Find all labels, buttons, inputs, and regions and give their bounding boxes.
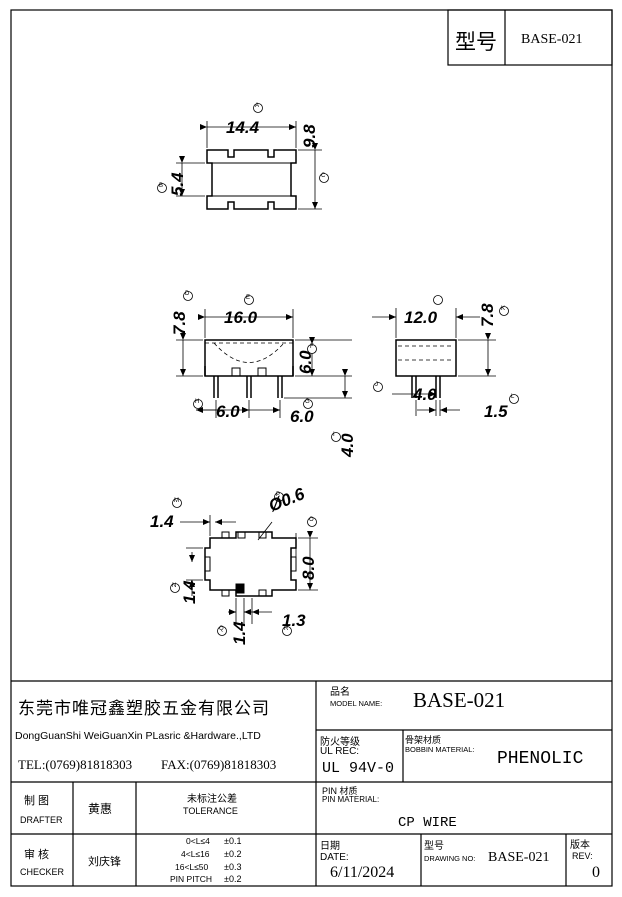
callout-h: H <box>195 399 200 405</box>
dim-bot-left: 1.4 <box>150 512 174 531</box>
fire-rating-en: UL REC: <box>320 746 360 757</box>
date-value: 6/11/2024 <box>330 864 395 881</box>
callout-k: K <box>501 306 506 312</box>
tol-range-4: PIN PITCH <box>170 874 213 884</box>
bobbin-material-en: BOBBIN MATERIAL: <box>405 745 475 754</box>
bobbin-material-cn: 骨架材质 <box>405 735 442 745</box>
drafter-label-en: DRAFTER <box>20 815 63 825</box>
drawing-no-value: BASE-021 <box>488 850 550 865</box>
dim-bot-pin-w: 1.4 <box>230 621 249 645</box>
revision-label-en: REV: <box>572 851 593 861</box>
model-name-value: BASE-021 <box>413 688 506 712</box>
callout-l: L <box>511 394 515 400</box>
dim-front-height: 7.8 <box>170 311 189 335</box>
checker-label-cn: 审 核 <box>24 849 50 861</box>
callout-i: I <box>333 432 335 438</box>
callout-o: O <box>309 517 314 523</box>
dim-top-height: 9.8 <box>300 124 319 148</box>
tol-range-3: 16<L≤50 <box>175 862 209 872</box>
company-name-cn: 东莞市唯冠鑫塑胶五金有限公司 <box>18 699 270 718</box>
callout-a: A <box>255 103 260 109</box>
tol-value-4: ±0.2 <box>224 874 242 884</box>
dim-bot-left-v: 1.4 <box>180 580 199 604</box>
callout-q: Q <box>219 626 224 632</box>
front-view <box>204 339 294 398</box>
tolerance-label-en: TOLERANCE <box>183 806 238 816</box>
company-fax: FAX:(0769)81818303 <box>161 757 277 772</box>
callout-markers <box>157 103 519 636</box>
tolerance-label-cn: 未标注公差 <box>187 794 237 805</box>
callout-g: G <box>305 399 310 405</box>
dim-bot-height: 8.0 <box>299 556 318 580</box>
model-label: 型号 <box>455 31 497 54</box>
company-tel: TEL:(0769)81818303 <box>18 757 133 772</box>
drafter-label-cn: 制 图 <box>24 795 50 807</box>
model-value: BASE-021 <box>521 32 583 47</box>
bottom-view <box>204 531 297 597</box>
tol-value-2: ±0.2 <box>224 849 242 859</box>
fire-rating-value: UL 94V-0 <box>322 760 395 777</box>
model-name-en: MODEL NAME: <box>330 699 383 708</box>
sheet-border <box>10 9 613 887</box>
pin-material-cn: PIN 材质 <box>322 786 358 796</box>
dim-bot-pin-gap: 1.3 <box>282 611 306 630</box>
dim-front-width: 16.0 <box>224 308 258 327</box>
bobbin-material-value: PHENOLIC <box>497 749 584 769</box>
tol-value-1: ±0.1 <box>224 836 242 846</box>
date-label-cn: 日期 <box>320 841 340 852</box>
pin-material-en: PIN MATERIAL: <box>322 795 380 804</box>
model-box <box>447 9 613 66</box>
callout-d: D <box>185 291 190 297</box>
date-label-en: DATE: <box>320 852 349 863</box>
fire-rating-cn: 防火等级 <box>320 737 360 748</box>
callout-n: N <box>172 583 177 589</box>
dim-top-width: 14.4 <box>226 118 260 137</box>
checker-label-en: CHECKER <box>20 867 65 877</box>
callout-f: F <box>310 344 314 350</box>
drawing-no-en: DRAWING NO: <box>424 854 476 863</box>
callout-m: M <box>174 498 179 504</box>
callout-r: R <box>284 626 289 632</box>
dim-side-pin-width: 1.5 <box>484 402 508 421</box>
tol-range-2: 4<L≤16 <box>181 849 210 859</box>
dim-front-inner: 6.0 <box>296 350 315 374</box>
dim-side-width: 12.0 <box>404 308 438 327</box>
revision-value: 0 <box>592 864 600 881</box>
dim-front-pin-len: 4.0 <box>338 433 357 457</box>
tol-range-1: 0<L≤4 <box>186 836 210 846</box>
dim-top-inner: 5.4 <box>168 172 187 196</box>
top-view <box>206 149 297 210</box>
pin-material-value: CP WIRE <box>398 815 457 831</box>
callout-c: C <box>321 173 326 179</box>
dim-front-pitch-a: 6.0 <box>216 402 240 421</box>
drawing-no-cn: 型号 <box>424 841 444 852</box>
company-name-en: DongGuanShi WeiGuanXin PLasric &Hardware… <box>15 730 261 742</box>
callout-b: B <box>159 183 164 189</box>
title-block-grid <box>11 680 612 886</box>
dim-front-pitch-b: 6.0 <box>290 407 314 426</box>
dim-side-height: 7.8 <box>478 303 497 327</box>
dim-side-pin-gap: 4.0 <box>413 385 437 404</box>
callout-e: E <box>246 295 251 301</box>
drafter-name: 黄惠 <box>88 802 113 816</box>
callout-j: J <box>375 382 378 388</box>
revision-label-cn: 版本 <box>570 840 590 851</box>
tol-value-3: ±0.3 <box>224 862 242 872</box>
checker-name: 刘庆锋 <box>88 856 121 868</box>
model-name-cn: 品名 <box>330 687 350 698</box>
callout-p: P <box>276 492 281 498</box>
